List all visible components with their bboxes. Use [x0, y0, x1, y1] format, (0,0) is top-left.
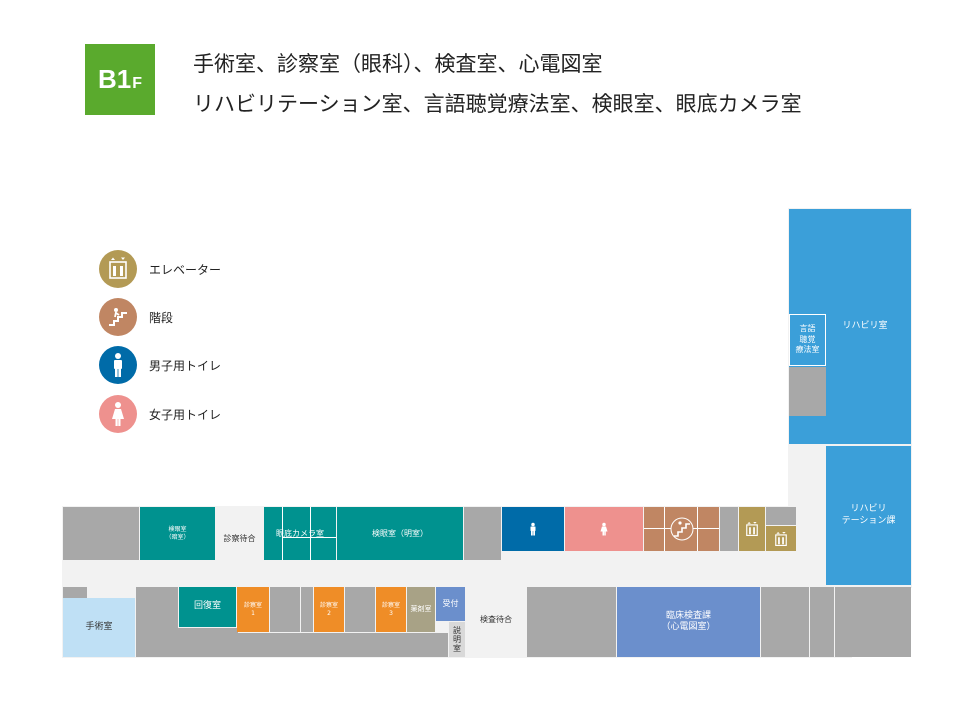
exam-3-number: 3	[389, 609, 393, 617]
stairs-icon	[99, 298, 137, 336]
clinical-lab-label-1: 臨床検査課	[665, 610, 711, 621]
rehab-room-label: リハビリ室	[842, 320, 888, 331]
floor-badge-number: B1	[97, 64, 132, 94]
fundus-camera-label: 眼底カメラ室	[276, 528, 324, 538]
room-gray	[761, 587, 809, 657]
exam-2-label: 診察室	[319, 602, 338, 609]
room-gray	[789, 367, 826, 416]
room-gray	[720, 507, 738, 551]
room-recovery: 回復室	[179, 587, 236, 627]
room-gray	[136, 633, 448, 657]
legend-elevator: エレベーター	[99, 250, 221, 288]
legend-mens-toilet-label: 男子用トイレ	[149, 358, 222, 373]
exam-1-label: 診察室	[243, 602, 262, 609]
consult-label-3: 室	[453, 644, 461, 654]
elevator-1	[739, 507, 765, 551]
room-gray	[270, 587, 300, 632]
mens-toilet	[502, 507, 564, 551]
stairs-icon	[670, 517, 693, 541]
exam-1-number: 1	[251, 609, 255, 617]
legend-womens-toilet: 女子用トイレ	[99, 395, 221, 433]
room-gray	[835, 587, 911, 657]
exam-2-number: 2	[327, 609, 331, 617]
floor-description-line1: 手術室、診察室（眼科）、検査室、心電図室	[193, 52, 603, 76]
test-waiting-area: 検査待合	[480, 615, 512, 624]
elevator-icon	[775, 531, 787, 546]
speech-label-3: 療法室	[795, 345, 820, 355]
speech-label-2: 聴覚	[799, 334, 816, 344]
room-gray	[527, 587, 616, 657]
mens-toilet-icon	[99, 346, 137, 384]
legend-mens-toilet: 男子用トイレ	[99, 346, 221, 384]
room-surgery: 手術室	[63, 598, 135, 657]
mens-toilet-icon	[530, 522, 536, 536]
rehab-section-label-1: リハビリ	[850, 504, 887, 515]
room-optometry-bright: 検眼室（明室）	[337, 507, 463, 560]
floor-description-line2: リハビリテーション室、言語聴覚療法室、検眼室、眼底カメラ室	[193, 92, 802, 116]
floor-badge-suffix: F	[132, 74, 143, 92]
room-clinical-lab: 臨床検査課（心電図室）	[617, 587, 760, 657]
rehab-section-label-2: テーション課	[841, 515, 896, 526]
womens-toilet	[565, 507, 643, 551]
legend-elevator-label: エレベーター	[149, 262, 222, 277]
optometry-label: 検眼室	[168, 526, 187, 533]
clinical-lab-label-2: （心電図室）	[661, 622, 716, 632]
room-fundus-camera: 眼底カメラ室	[264, 507, 336, 560]
room-rehab-section: リハビリテーション課	[826, 446, 911, 585]
room-gray	[766, 507, 796, 525]
room-gray	[345, 587, 375, 632]
elevator-icon	[99, 250, 137, 288]
exam-3-label: 診察室	[381, 602, 400, 609]
room-reception: 受付	[436, 587, 465, 621]
womens-toilet-icon	[600, 522, 608, 536]
consult-label-2: 明	[453, 634, 461, 644]
room-pharmacy: 薬剤室	[407, 587, 435, 632]
room-gray	[810, 587, 834, 657]
elevator-2	[766, 526, 796, 551]
legend-stairs: 階段	[99, 298, 173, 336]
stairs	[644, 507, 719, 551]
legend-womens-toilet-label: 女子用トイレ	[149, 407, 222, 422]
room-optometry-dark: 検眼室（暗室）	[140, 507, 215, 560]
room-gray	[464, 507, 501, 560]
elevator-icon	[746, 522, 758, 536]
exam-waiting-area: 診察待合	[223, 534, 256, 543]
legend-stairs-label: 階段	[149, 310, 174, 325]
room-consultation: 説明室	[449, 622, 465, 657]
consult-label-1: 説	[453, 625, 461, 635]
room-gray	[63, 587, 87, 598]
speech-label-1: 言語	[799, 324, 816, 334]
room-speech-therapy: 言語聴覚療法室	[789, 314, 826, 366]
optometry-sub-label: （暗室）	[165, 533, 190, 541]
womens-toilet-icon	[99, 395, 137, 433]
room-gray	[63, 507, 139, 560]
room-gray	[301, 587, 313, 632]
